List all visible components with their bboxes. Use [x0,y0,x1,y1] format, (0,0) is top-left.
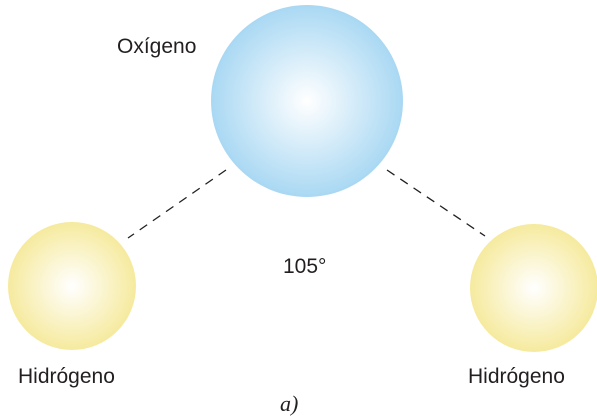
bond-line-right [386,169,486,237]
hydrogen-label-left: Hidrógeno [18,365,115,388]
oxygen-label: Oxígeno [117,35,197,58]
hydrogen-atom-right [470,224,597,352]
bond-angle-label: 105° [283,255,327,278]
oxygen-atom [211,5,403,197]
hydrogen-label-right: Hidrógeno [468,365,565,388]
figure-caption: a) [280,391,299,416]
bond-line-left [127,169,227,239]
hydrogen-atom-left [8,222,136,350]
